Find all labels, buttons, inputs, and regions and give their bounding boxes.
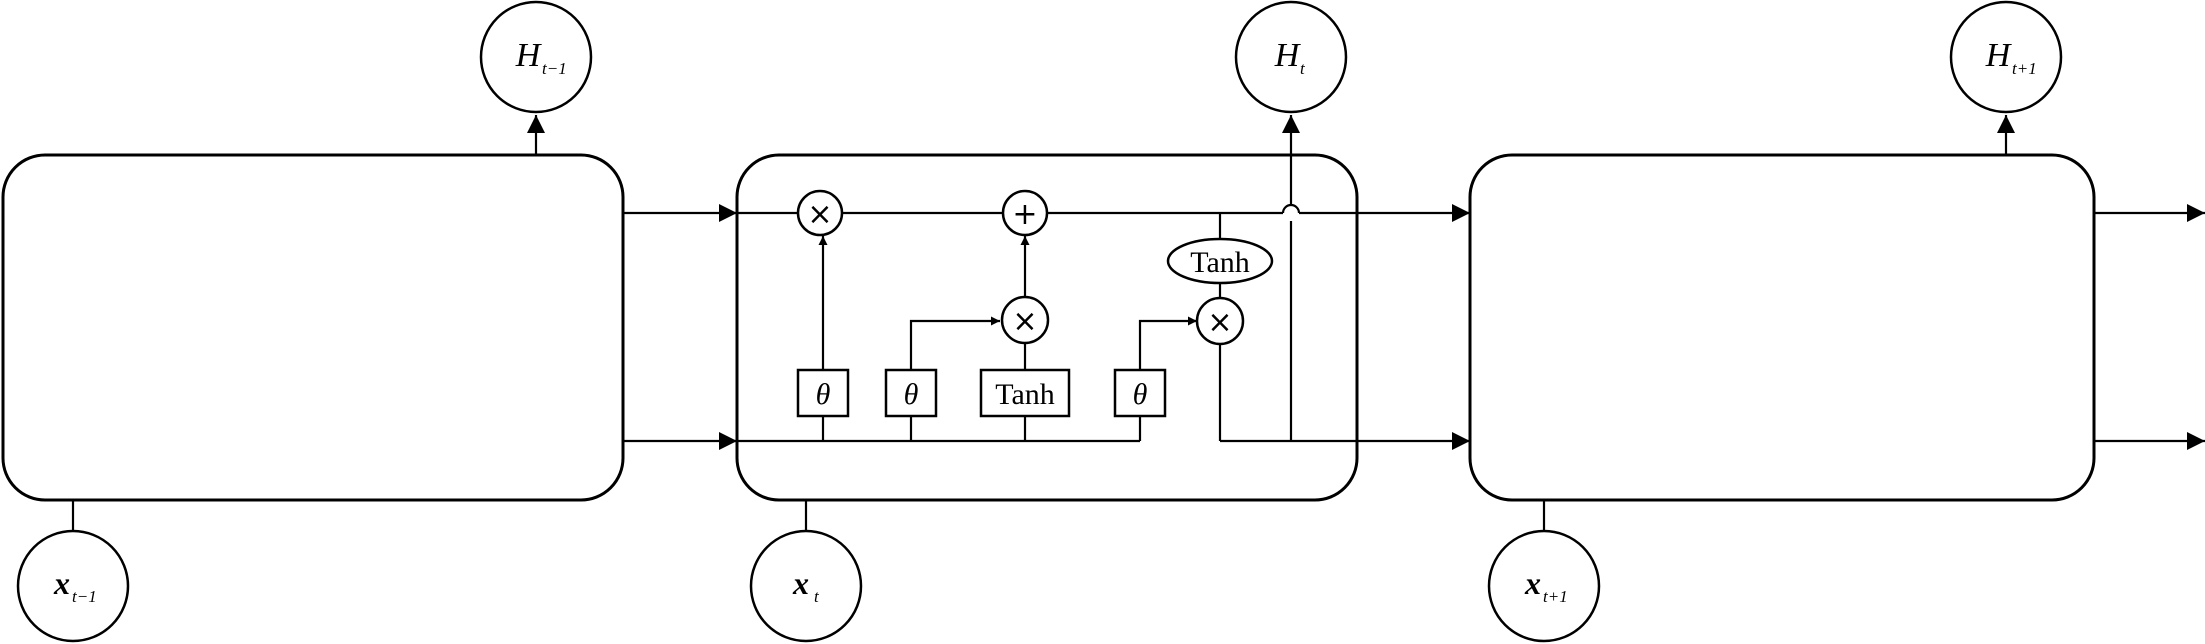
svg-text:×: ×: [1207, 305, 1232, 340]
hidden-state-prev: H t−1: [479, 0, 593, 114]
svg-text:t: t: [814, 587, 820, 606]
svg-text:H: H: [1985, 37, 2013, 74]
hidden-state-next: H t+1: [1949, 0, 2063, 114]
svg-text:x: x: [792, 565, 809, 601]
svg-text:H: H: [515, 37, 543, 74]
forget-gate: θ: [796, 368, 850, 418]
cell-prev: [1, 153, 625, 502]
multiply-node-input: ×: [1000, 295, 1050, 345]
multiply-node-output: ×: [1195, 296, 1245, 346]
input-prev: x t−1: [16, 529, 130, 643]
svg-text:θ: θ: [1133, 378, 1148, 411]
input-gate: θ: [884, 368, 938, 418]
hidden-state-current: H t: [1234, 0, 1348, 114]
add-node: +: [1001, 189, 1049, 237]
multiply-node-forget: ×: [796, 189, 844, 237]
svg-text:Tanh: Tanh: [995, 378, 1055, 411]
output-gate: θ: [1113, 368, 1167, 418]
svg-text:θ: θ: [904, 378, 919, 411]
svg-text:+: +: [1012, 197, 1037, 232]
cell-tanh: Tanh: [1166, 237, 1274, 285]
svg-text:x: x: [1524, 565, 1541, 601]
svg-text:t−1: t−1: [72, 587, 97, 606]
svg-text:H: H: [1274, 37, 1302, 74]
input-current: x t: [749, 529, 863, 643]
svg-text:Tanh: Tanh: [1190, 246, 1250, 279]
svg-text:θ: θ: [816, 378, 831, 411]
candidate-tanh: Tanh: [979, 368, 1071, 418]
input-next: x t+1: [1487, 529, 1601, 643]
svg-text:t+1: t+1: [2012, 59, 2037, 78]
svg-text:×: ×: [1012, 304, 1037, 339]
svg-text:t+1: t+1: [1543, 587, 1568, 606]
svg-text:t−1: t−1: [542, 59, 567, 78]
svg-text:×: ×: [807, 197, 832, 232]
svg-text:x: x: [53, 565, 70, 601]
cell-internal-wiring: [737, 115, 1357, 443]
cell-next: [1468, 153, 2096, 502]
svg-text:t: t: [1300, 59, 1306, 78]
